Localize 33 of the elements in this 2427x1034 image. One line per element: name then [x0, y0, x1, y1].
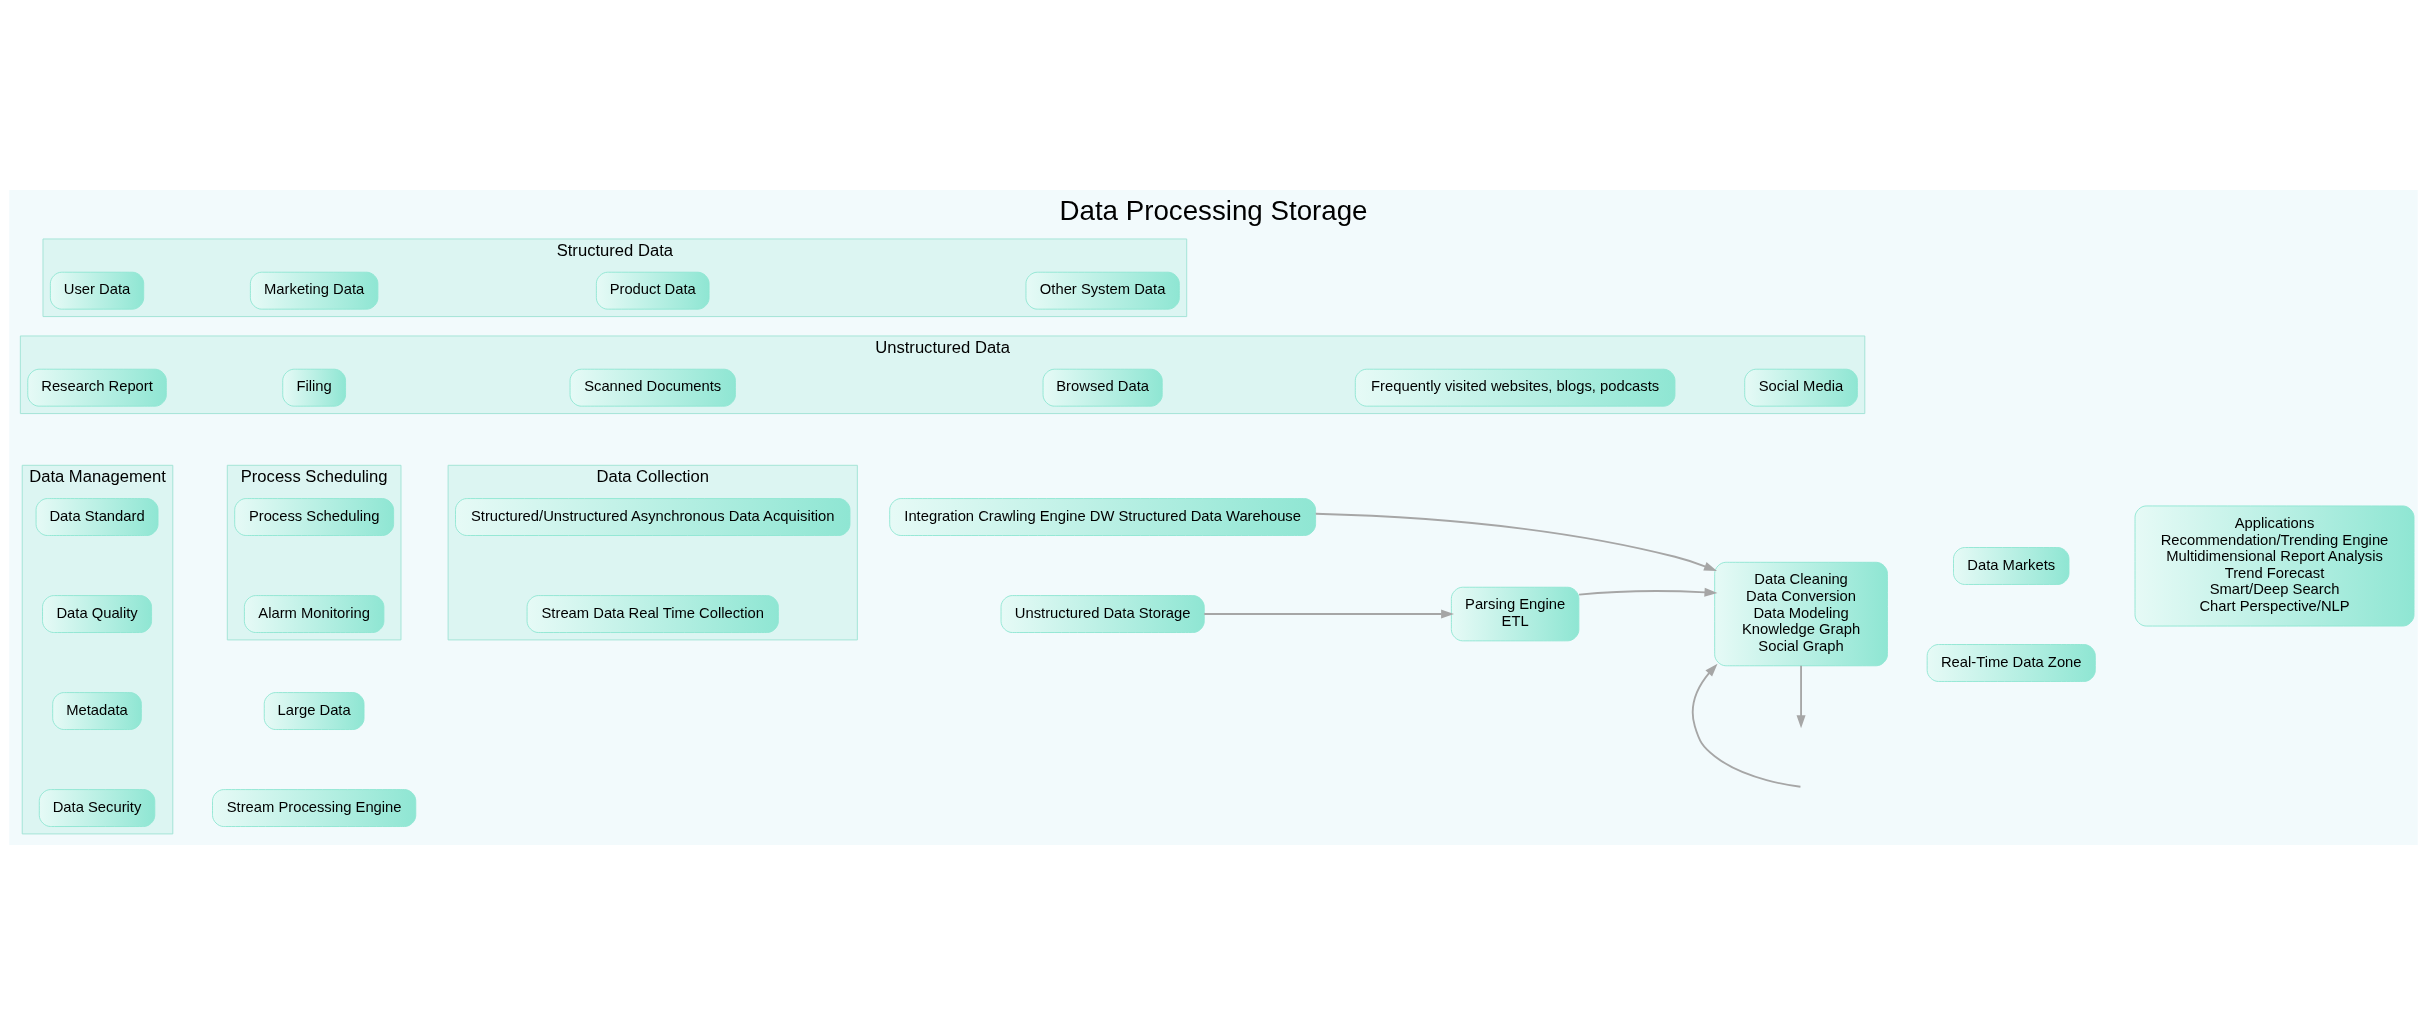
node-box: Filing [282, 368, 346, 407]
node-box: Structured/Unstructured Asynchronous Data Acquisition [455, 497, 851, 536]
node-box: Browsed Data [1042, 368, 1163, 407]
node-box: Unstructured Data Storage [1000, 594, 1205, 633]
node-box: Scanned Documents [569, 368, 736, 407]
node-box: Stream Data Real Time Collection [526, 594, 779, 633]
node-box: Data Standard [35, 497, 159, 536]
node-box: Applications Recommendation/Trending Engine Multidimensional Report Analysis Trend Forecast Smart/Deep Search Chart Perspective/NLP [2134, 505, 2415, 626]
node-box: User Data [49, 271, 145, 310]
node-box: Data Markets [1953, 546, 2070, 585]
node-box: Other System Data [1025, 271, 1180, 310]
arrow [1796, 664, 1806, 728]
node-box: Product Data [595, 271, 710, 310]
node-box: Process Scheduling [234, 497, 395, 536]
node-box: Integration Crawling Engine DW Structured Data Warehouse [889, 497, 1317, 536]
arrow [1691, 663, 1802, 788]
arrow [1203, 609, 1455, 619]
node-box: Frequently visited websites, blogs, podcasts [1354, 368, 1676, 407]
node-box: Research Report [27, 368, 167, 407]
arrow [1314, 512, 1717, 571]
arrow [1578, 587, 1718, 597]
node-box: Data Cleaning Data Conversion Data Modeling Knowledge Graph Social Graph [1714, 561, 1888, 666]
node-box: Metadata [52, 691, 142, 730]
node-box: Marketing Data [249, 271, 379, 310]
diagram-title: Data Processing Storage [1059, 194, 1368, 226]
node-box: Large Data [263, 691, 365, 730]
node-box: Data Security [38, 788, 156, 827]
node-box: Stream Processing Engine [212, 788, 417, 827]
node-box: Data Quality [42, 594, 152, 633]
node-box: Social Media [1744, 368, 1858, 407]
node-box: Alarm Monitoring [243, 594, 385, 633]
node-box: Real-Time Data Zone [1926, 643, 2096, 682]
node-box: Parsing Engine ETL [1450, 586, 1580, 641]
